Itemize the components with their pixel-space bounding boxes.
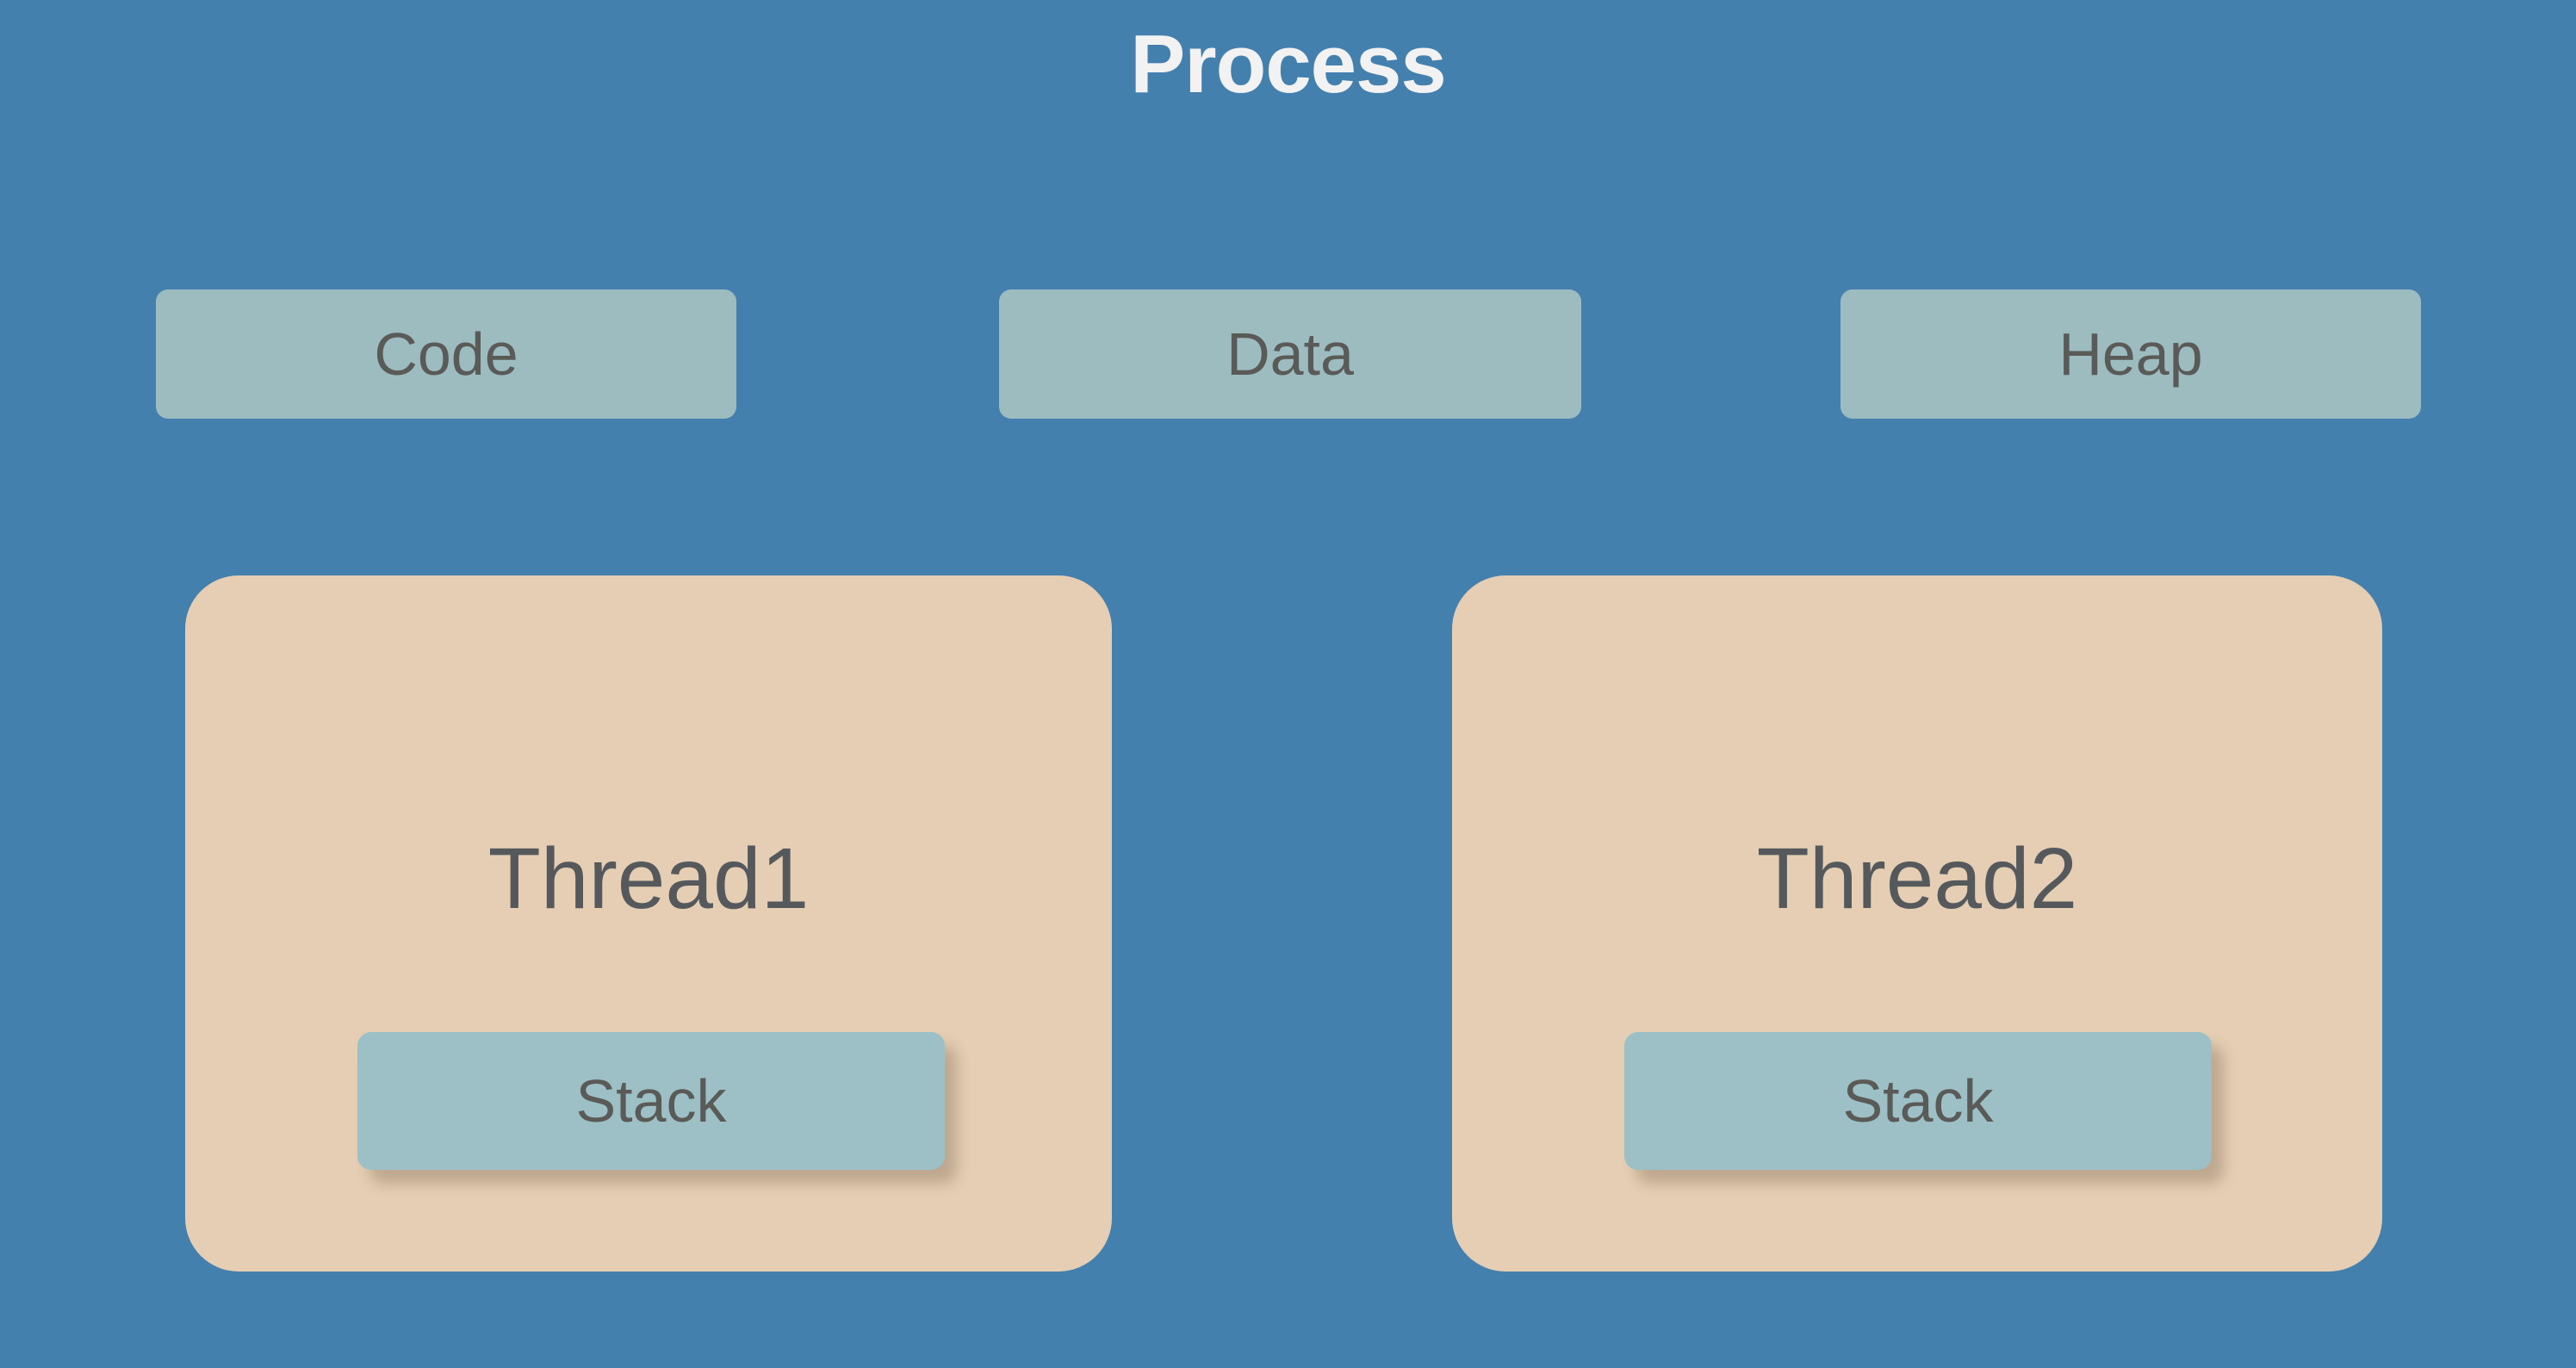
memory-segment-data-label: Data	[1226, 320, 1354, 388]
thread-label-1: Thread1	[487, 830, 810, 927]
memory-segment-heap: Heap	[1840, 289, 2421, 419]
thread-box-2: Thread2 Stack	[1452, 575, 2382, 1272]
thread-stack-label-2: Stack	[1842, 1067, 1994, 1135]
memory-segment-code-label: Code	[374, 320, 518, 388]
thread-stack-box-1: Stack	[357, 1032, 945, 1170]
memory-segment-heap-label: Heap	[2058, 320, 2203, 388]
thread-stack-box-2: Stack	[1624, 1032, 2212, 1170]
thread-stack-label-1: Stack	[575, 1067, 727, 1135]
memory-segment-data: Data	[999, 289, 1581, 419]
thread-label-2: Thread2	[1756, 830, 2078, 927]
thread-box-1: Thread1 Stack	[185, 575, 1112, 1272]
memory-segment-code: Code	[156, 289, 736, 419]
page-title: Process	[1130, 18, 1447, 110]
